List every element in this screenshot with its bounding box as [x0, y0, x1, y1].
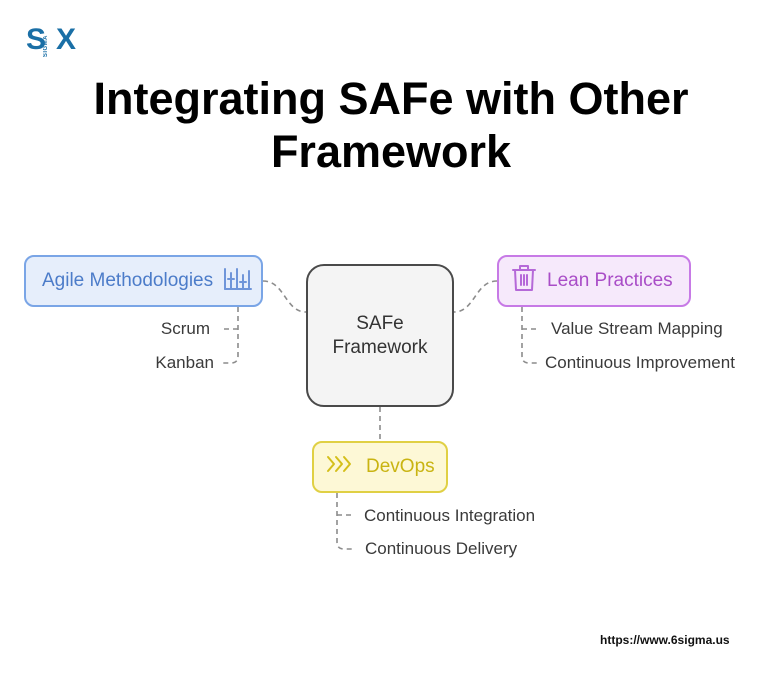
devops-label: DevOps	[366, 456, 435, 477]
connector-agile	[262, 280, 307, 313]
page-title: Integrating SAFe with Other Framework	[93, 73, 689, 177]
trash-icon	[511, 264, 537, 298]
logo: S SIGMA X	[26, 25, 86, 59]
footer-url: https://www.6sigma.us	[600, 633, 730, 647]
center-line-1: SAFe	[356, 312, 404, 334]
connector-lean	[453, 280, 498, 313]
agile-item-kanban: Kanban	[155, 353, 214, 372]
connector-continuous-improvement	[521, 307, 538, 364]
logo-letter-x: X	[56, 23, 77, 56]
lean-item-value-stream-mapping: Value Stream Mapping	[551, 319, 723, 338]
connector-continuous-delivery	[336, 493, 353, 550]
lean-practices-node: Lean Practices	[497, 255, 691, 307]
devops-item-continuous-delivery: Continuous Delivery	[365, 539, 518, 558]
lean-item-continuous-improvement: Continuous Improvement	[545, 353, 735, 372]
agile-item-scrum: Scrum	[160, 319, 210, 338]
devops-item-continuous-integration: Continuous Integration	[364, 506, 536, 525]
chevrons-right-icon	[326, 454, 356, 480]
connector-kanban	[222, 307, 239, 364]
center-line-2: Framework	[332, 336, 428, 358]
agile-methodologies-node: Agile Methodologies	[24, 255, 263, 307]
bar-chart-icon	[223, 265, 253, 297]
devops-node: DevOps	[312, 441, 448, 493]
center-node: SAFe Framework	[306, 264, 454, 407]
logo-letter-s: S	[26, 23, 47, 56]
lean-label: Lean Practices	[547, 270, 673, 291]
agile-label: Agile Methodologies	[42, 270, 214, 291]
